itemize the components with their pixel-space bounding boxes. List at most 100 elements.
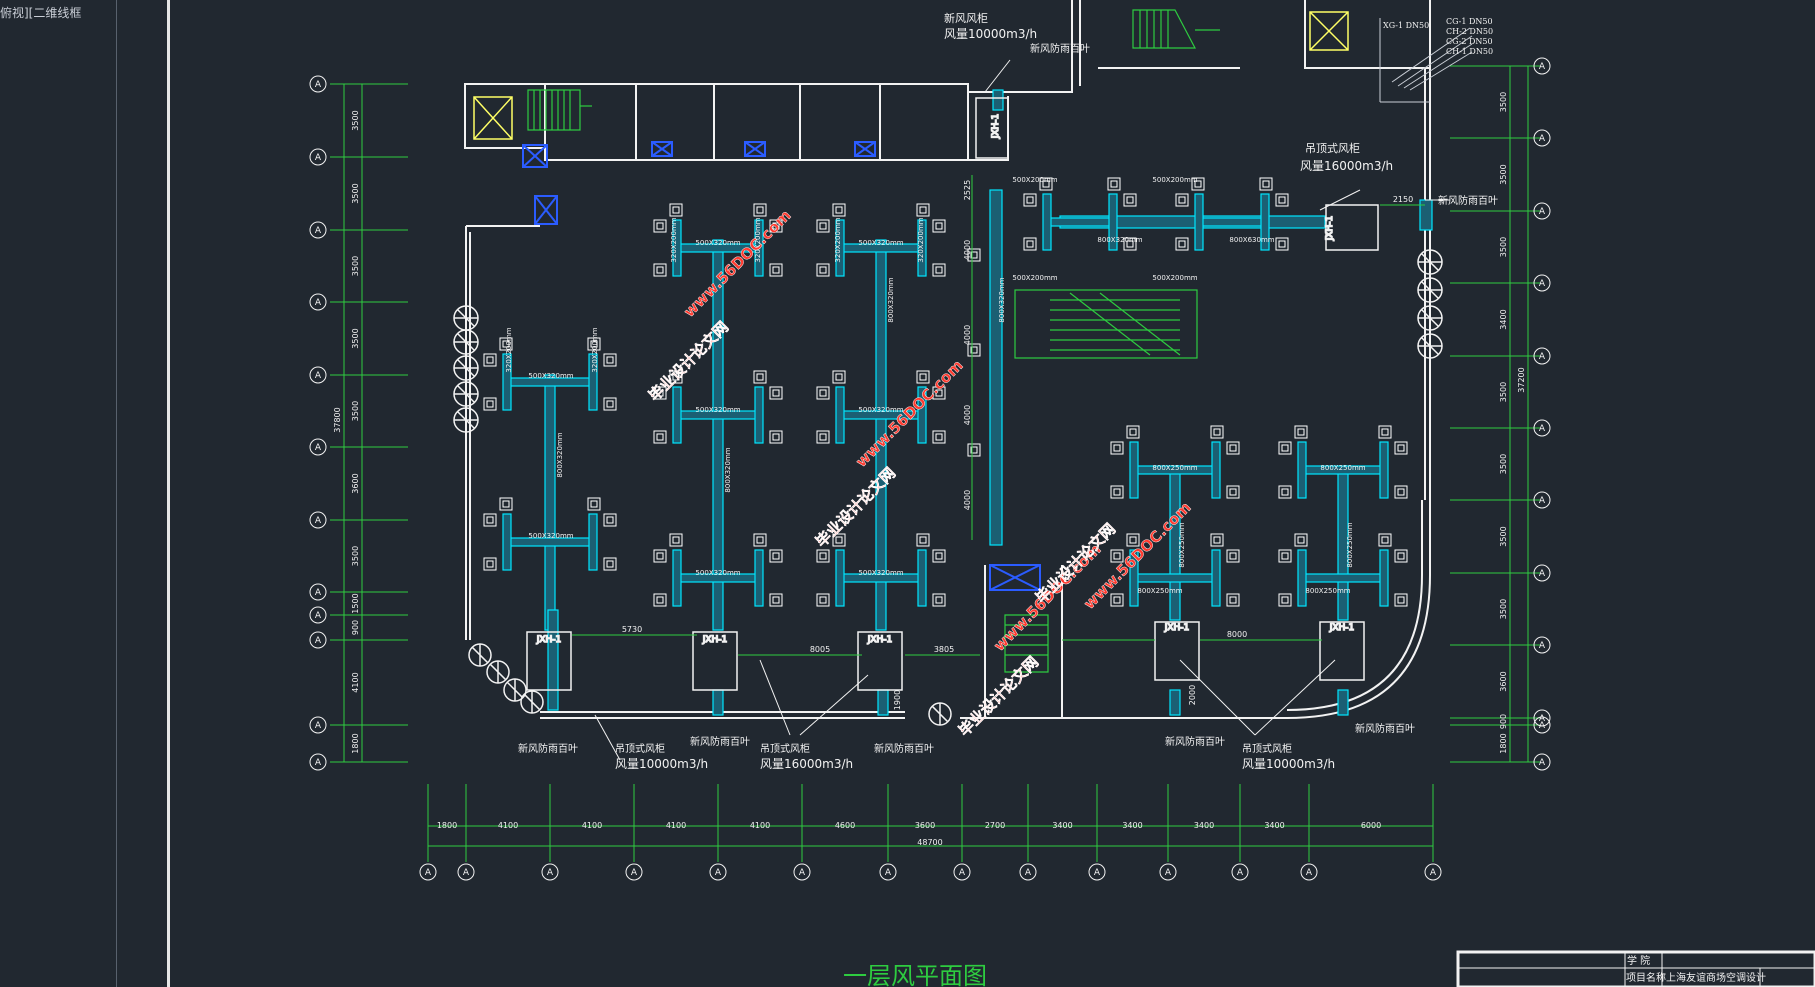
duct-outdoor-air — [992, 89, 1004, 111]
duct-branch-end — [917, 219, 927, 277]
diffuser — [932, 593, 946, 607]
diffuser — [753, 203, 767, 217]
diffuser — [916, 203, 930, 217]
grid-bubble-label: A — [1539, 714, 1546, 724]
grid-bubble[interactable] — [457, 863, 475, 881]
right-axis-total: 37200 — [1517, 367, 1526, 392]
duct-branch-end — [1260, 193, 1270, 251]
duct-branch-end — [672, 386, 682, 444]
grid-bubble[interactable] — [1533, 564, 1551, 582]
duct-size-label: 320X200mm — [591, 327, 599, 372]
left-axis-span: 3500 — [351, 546, 360, 566]
ahu-box[interactable] — [526, 631, 572, 691]
grid-bubble[interactable] — [309, 716, 327, 734]
duct-main — [712, 239, 724, 631]
damper — [744, 141, 766, 157]
grid-bubble[interactable] — [309, 221, 327, 239]
title-block-row1-label: 学 院 — [1627, 954, 1650, 967]
grid-bubble[interactable] — [309, 606, 327, 624]
grid-bubble[interactable] — [541, 863, 559, 881]
bottom-axis-total: 48700 — [917, 838, 942, 847]
duct-branch-end — [1129, 441, 1139, 499]
diffuser — [816, 593, 830, 607]
ahu-box[interactable] — [692, 631, 738, 691]
grid-bubble[interactable] — [419, 863, 437, 881]
ahu-box[interactable] — [1154, 621, 1200, 681]
grid-bubble[interactable] — [1533, 716, 1551, 734]
grid-bubble[interactable] — [1533, 753, 1551, 771]
duct-size-label: 500X320mm — [695, 569, 740, 577]
grid-bubble[interactable] — [1533, 347, 1551, 365]
grid-bubble[interactable] — [309, 583, 327, 601]
grid-bubble-label: A — [315, 611, 322, 621]
grid-bubble[interactable] — [309, 75, 327, 93]
grid-bubble[interactable] — [1159, 863, 1177, 881]
grid-bubble-label: A — [799, 868, 806, 878]
grid-bubble[interactable] — [879, 863, 897, 881]
grid-bubble[interactable] — [309, 438, 327, 456]
duct-branch-end — [1297, 549, 1307, 607]
grid-bubble-label: A — [315, 298, 322, 308]
diffuser — [1126, 533, 1140, 547]
title-block[interactable]: 学 院 项目名称 上海友谊商场空调设计 — [1456, 950, 1815, 987]
diffuser — [769, 263, 783, 277]
diffuser — [483, 353, 497, 367]
grid-bubble[interactable] — [1533, 709, 1551, 727]
grid-bubble[interactable] — [1019, 863, 1037, 881]
ahu-box[interactable] — [975, 97, 1009, 159]
ahu-box[interactable] — [1319, 621, 1365, 681]
duct-branch-end — [835, 219, 845, 277]
diffuser — [1191, 177, 1205, 191]
grid-bubble-label: A — [1539, 569, 1546, 579]
grid-bubble-label: A — [1539, 641, 1546, 651]
viewport-view-label[interactable]: 俯视][二维线框 — [0, 6, 82, 20]
unit-r-name: 吊顶式风柜 — [1305, 142, 1360, 155]
dim-v4000a: 4000 — [963, 240, 972, 260]
grid-bubble[interactable] — [1533, 202, 1551, 220]
grid-bubble[interactable] — [309, 293, 327, 311]
ahu-box[interactable] — [1325, 204, 1379, 251]
grid-bubble[interactable] — [793, 863, 811, 881]
grid-bubble[interactable] — [1533, 419, 1551, 437]
grid-bubble[interactable] — [625, 863, 643, 881]
duct-size-label: 500X320mm — [695, 406, 740, 414]
grid-bubble-label: A — [1094, 868, 1101, 878]
grid-bubble[interactable] — [953, 863, 971, 881]
duct-size-label: 500X200mm — [1152, 176, 1197, 184]
grid-bubble[interactable] — [309, 366, 327, 384]
grid-bubble[interactable] — [309, 631, 327, 649]
grid-bubble-label: A — [315, 758, 322, 768]
bottom-axis-span: 3400 — [1122, 821, 1142, 830]
grid-bubble[interactable] — [1424, 863, 1442, 881]
grid-bubble[interactable] — [1533, 491, 1551, 509]
unit-r-louver: 新风防雨百叶 — [1438, 194, 1498, 207]
diffuser — [1123, 193, 1137, 207]
damper — [651, 141, 673, 157]
pipe-legend-item: CG-2 DN50 — [1446, 37, 1493, 46]
duct-branch-end — [917, 386, 927, 444]
ahu-box[interactable] — [857, 631, 903, 691]
grid-bubble[interactable] — [309, 511, 327, 529]
diffuser — [653, 593, 667, 607]
grid-bubble[interactable] — [1533, 57, 1551, 75]
dim-d2150: 2150 — [1393, 195, 1413, 204]
grid-bubble[interactable] — [1231, 863, 1249, 881]
grid-bubble[interactable] — [1533, 129, 1551, 147]
grid-bubble[interactable] — [309, 753, 327, 771]
duct-size-label: 320X200mm — [754, 217, 762, 262]
damper — [522, 144, 548, 168]
revolving-door — [503, 678, 527, 702]
damper — [854, 141, 876, 157]
grid-bubble[interactable] — [1300, 863, 1318, 881]
grid-bubble[interactable] — [309, 148, 327, 166]
diffuser — [587, 497, 601, 511]
grid-bubble[interactable] — [1533, 274, 1551, 292]
duct-branch-end — [1379, 441, 1389, 499]
leader-lines — [594, 59, 1450, 761]
grid-bubble[interactable] — [709, 863, 727, 881]
ahu-tag: JXH-1 — [1329, 623, 1355, 633]
grid-bubble[interactable] — [1533, 636, 1551, 654]
grid-bubble[interactable] — [1088, 863, 1106, 881]
grid-bubble-label: A — [1539, 758, 1546, 768]
